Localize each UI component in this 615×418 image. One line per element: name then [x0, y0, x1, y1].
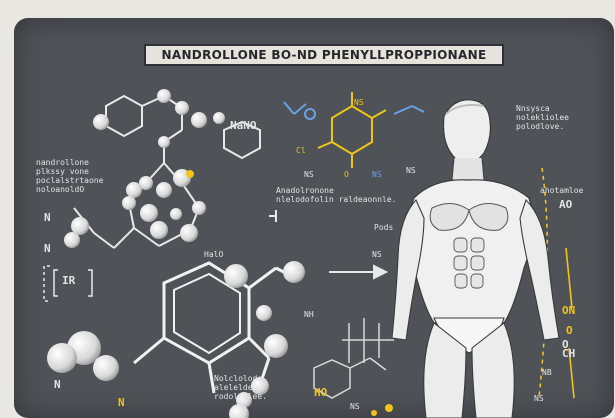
label-ns-right2: NS: [406, 166, 416, 175]
chalkboard-illustration: NANDROLLONE BO-ND PHENYLLPROPPIONANE NaN…: [14, 18, 614, 418]
label-ns-bottom-right: NS: [534, 394, 544, 403]
reaction-arrow: [269, 210, 389, 280]
label-pods: Pods: [374, 223, 394, 232]
anatomical-figure: [391, 99, 560, 418]
benzene-ring-small: [223, 120, 261, 160]
label-nano: NaNO: [230, 119, 257, 132]
label-ho-bottom: HO: [314, 386, 328, 399]
label-n-yellow: N: [118, 396, 125, 409]
label-nh: NH: [304, 310, 314, 319]
label-n-bottom-left: N: [54, 378, 61, 391]
label-ns-top: NS: [354, 98, 364, 107]
label-nb: NB: [542, 368, 552, 377]
label-o-mid: O: [344, 170, 349, 179]
label-ao: AO: [559, 198, 573, 211]
label-ir: IR: [62, 274, 76, 287]
label-o: O: [566, 324, 573, 337]
atom-spheres: [47, 89, 305, 418]
note-center: Anadolronone nlelodofolin raldeaonnle.: [276, 186, 397, 204]
label-on: ON: [562, 304, 576, 317]
title-banner: NANDROLLONE BO-ND PHENYLLPROPPIONANE: [144, 44, 504, 66]
blue-fragments: [283, 101, 425, 120]
label-ns-mid-right: NS: [372, 250, 382, 259]
label-och: O CH: [562, 338, 576, 360]
note-left: nandrollone plkssy vone poclalstrtaone n…: [36, 158, 104, 194]
label-n-lower-left: N: [44, 242, 51, 255]
lattice-lines: [313, 318, 394, 399]
diagram-art: [43, 89, 575, 418]
label-cl: Cl: [296, 146, 306, 155]
label-ns-bottom: NS: [350, 402, 360, 411]
ir-box: [43, 265, 93, 302]
label-n-left: N: [44, 211, 51, 224]
yellow-molecule: [317, 92, 387, 168]
label-ahotamloe: ahotamloe: [540, 186, 584, 195]
note-bottom-center: Nolclolodo alelelde rodolealee.: [214, 374, 267, 401]
label-ns-left: NS: [304, 170, 314, 179]
label-ns-right: NS: [372, 170, 382, 179]
note-right-top: Nnsysca nolekliolee polodlove.: [516, 104, 569, 131]
page-title: NANDROLLONE BO-ND PHENYLLPROPPIONANE: [161, 48, 487, 62]
label-halo: HalO: [204, 250, 224, 259]
